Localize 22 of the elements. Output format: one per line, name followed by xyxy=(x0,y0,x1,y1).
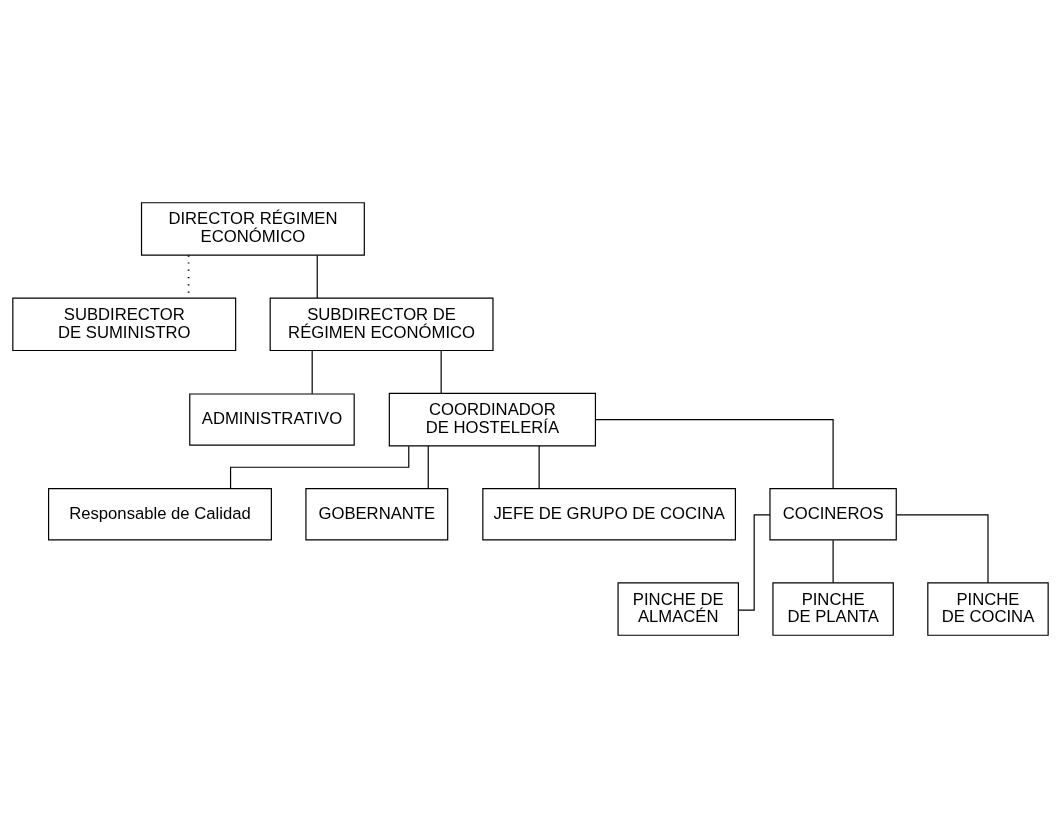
node-box: DIRECTOR RÉGIMEN ECONÓMICO xyxy=(140,202,365,256)
node-box: PINCHE DE COCINA xyxy=(927,582,1049,636)
node-box: JEFE DE GRUPO DE COCINA xyxy=(482,488,736,541)
connector xyxy=(538,445,540,489)
node-box: COCINEROS xyxy=(769,488,897,541)
node-box: PINCHE DE ALMACÉN xyxy=(617,582,739,636)
node-box: COORDINADOR DE HOSTELERÍA xyxy=(388,392,597,447)
connector xyxy=(440,350,442,394)
connector xyxy=(316,254,318,299)
node-box: SUBDIRECTOR DE SUMINISTRO xyxy=(12,297,237,352)
node-box: PINCHE DE PLANTA xyxy=(772,582,894,636)
connector xyxy=(737,514,771,611)
node-box: GOBERNANTE xyxy=(305,488,449,541)
node-box: SUBDIRECTOR DE RÉGIMEN ECONÓMICO xyxy=(269,297,494,352)
connector xyxy=(594,419,834,490)
node-box: Responsable de Calidad xyxy=(48,488,272,541)
connector xyxy=(832,539,834,584)
node-box: ADMINISTRATIVO xyxy=(189,393,355,446)
connector xyxy=(311,350,313,395)
connector xyxy=(895,514,989,584)
connector xyxy=(229,445,410,490)
connector xyxy=(427,445,429,489)
